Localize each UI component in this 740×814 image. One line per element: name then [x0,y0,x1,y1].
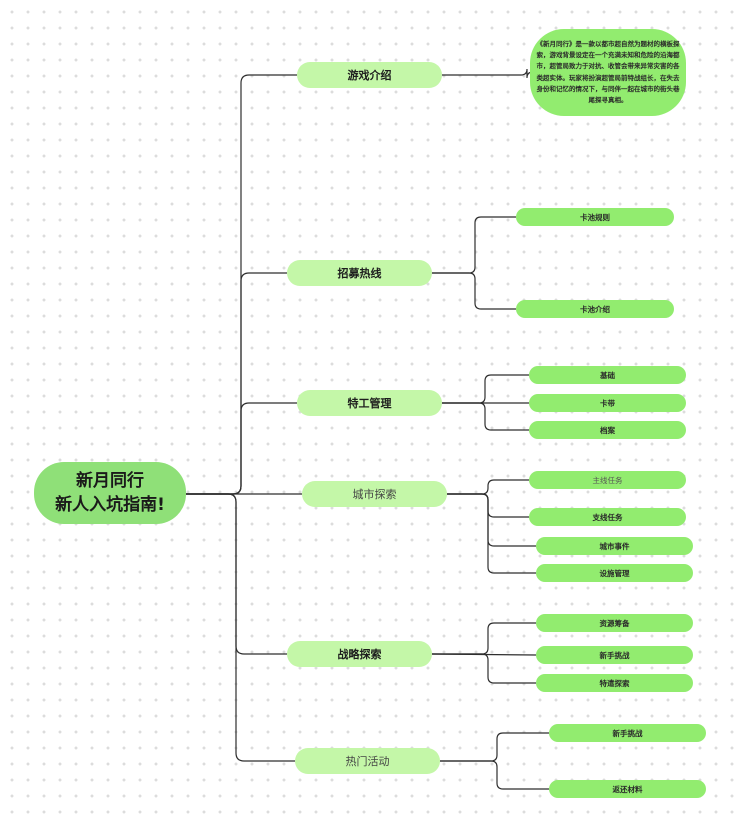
leaf-return-materials[interactable]: 返还材料 [549,780,706,798]
root-connector-2 [186,402,297,495]
leaf-pool-intro[interactable]: 卡池介绍 [516,300,674,318]
leaf-connector-3-3 [447,493,536,574]
game-intro-note[interactable]: 《新月同行》是一款以都市超自然为题材的横板探索，游戏背景设定在一个充满未知和危险… [530,29,686,116]
leaf-connector-1-1 [432,272,516,310]
branch-game-intro[interactable]: 游戏介绍 [297,62,442,88]
branch-strategy-exploration[interactable]: 战略探索 [287,641,432,667]
leaf-connector-5-0 [440,732,549,762]
leaf-cartridge[interactable]: 卡带 [529,394,686,412]
leaf-event-newbie-challenge[interactable]: 新手挑战 [549,724,706,742]
leaf-city-events[interactable]: 城市事件 [536,537,693,555]
leaf-connector-4-0 [432,622,536,655]
leaf-special-exploration[interactable]: 特遣探索 [536,674,693,692]
leaf-connector-1-0 [432,216,516,274]
leaf-main-quest[interactable]: 主线任务 [529,471,686,489]
branch-hot-events[interactable]: 热门活动 [295,748,440,774]
leaf-archive[interactable]: 档案 [529,421,686,439]
branch-city-exploration[interactable]: 城市探索 [302,481,447,507]
leaf-pool-rules[interactable]: 卡池规则 [516,208,674,226]
leaf-connector-2-2 [442,402,529,431]
branch-recruit[interactable]: 招募热线 [287,260,432,286]
root-connector-1 [186,272,287,495]
leaf-basics[interactable]: 基础 [529,366,686,384]
leaf-connector-5-1 [440,760,549,790]
leaf-connector-0-0 [442,68,534,79]
root-node[interactable]: 新月同行 新人入坑指南! [34,462,186,524]
leaf-connector-3-0 [447,479,529,495]
leaf-side-quest[interactable]: 支线任务 [529,508,686,526]
branch-agent-management[interactable]: 特工管理 [297,390,442,416]
leaf-newbie-challenge[interactable]: 新手挑战 [536,646,693,664]
leaf-connector-4-2 [432,653,536,684]
leaf-facility-management[interactable]: 设施管理 [536,564,693,582]
leaf-resource-prep[interactable]: 资源筹备 [536,614,693,632]
leaf-connector-3-2 [447,493,536,547]
leaf-connector-2-0 [442,374,529,404]
root-connector-5 [186,493,295,762]
